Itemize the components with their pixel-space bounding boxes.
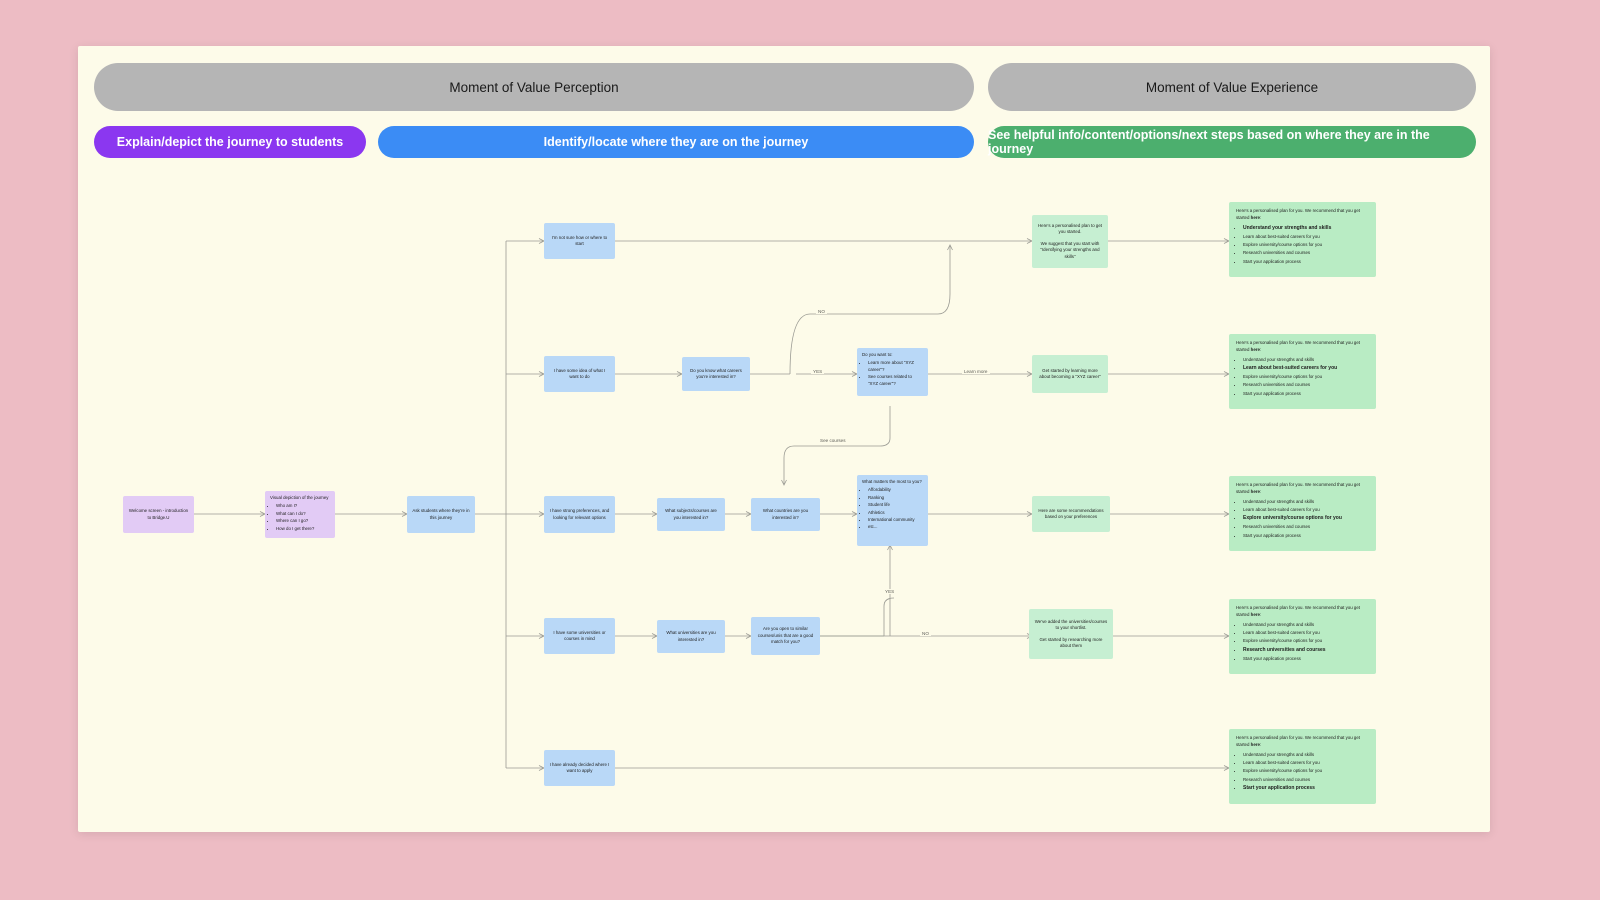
outcome-card-lead: Here's a personalised plan for you. We r… [1236, 735, 1361, 747]
node-entry-some-universities[interactable]: I have some universities or courses in m… [544, 618, 615, 654]
node-what-universities-label: What universities are you interested in? [666, 630, 716, 642]
node-what-matters-title: What matters the most to you? [862, 479, 922, 484]
node-welcome-label: Welcome screen - introduction to Bridge.… [128, 508, 189, 520]
node-shortlist-line1: We've added the universities/courses to … [1034, 618, 1108, 631]
node-entry-some-idea-label: I have some idea of what I want to do [553, 367, 606, 379]
node-recommendations-label: Here are some recommendations based on y… [1038, 507, 1104, 519]
node-do-you-want-to-bullets: Learn more about "XYZ career"? See cours… [862, 360, 923, 387]
action-identify-label: Identify/locate where they are on the jo… [543, 135, 809, 149]
node-do-you-want-to[interactable]: Do you want to: Learn more about "XYZ ca… [857, 348, 928, 396]
node-recommendations[interactable]: Here are some recommendations based on y… [1032, 496, 1110, 532]
action-pill-explain-journey[interactable]: Explain/depict the journey to students [94, 126, 366, 158]
outcome-card-steps: Understand your strengths and skills Lea… [1236, 752, 1369, 792]
edge-label-no-top: NO [816, 309, 827, 314]
moment-experience-label: Moment of Value Experience [1145, 79, 1319, 95]
node-do-you-want-to-title: Do you want to: [862, 352, 893, 357]
node-what-countries[interactable]: What countries are you interested in? [751, 498, 820, 531]
edge-label-yes-career: YES [811, 369, 825, 374]
node-what-matters-bullets: Affordability Ranking Student life Athle… [862, 487, 923, 530]
node-shortlist-added[interactable]: We've added the universities/courses to … [1029, 609, 1113, 659]
node-what-countries-label: What countries are you interested in? [762, 508, 809, 520]
node-entry-not-sure[interactable]: I'm not sure how or where to start [544, 223, 615, 259]
outcome-card-steps: Understand your strengths and skills Lea… [1236, 225, 1369, 265]
node-what-universities[interactable]: What universities are you interested in? [657, 620, 725, 653]
outcome-card-lead: Here's a personalised plan for you. We r… [1236, 605, 1361, 617]
node-plan-start-line1: Here's a personalised plan to get you st… [1037, 223, 1103, 235]
outcome-card-strengths[interactable]: Here's a personalised plan for you. We r… [1229, 202, 1376, 277]
node-know-careers-label: Do you know what careers you're interest… [690, 367, 742, 379]
outcome-card-lead: Here's a personalised plan for you. We r… [1236, 340, 1361, 352]
edge-label-see-courses: See courses [818, 438, 848, 443]
outcome-card-steps: Understand your strengths and skills Lea… [1236, 622, 1369, 662]
outcome-card-research[interactable]: Here's a personalised plan for you. We r… [1229, 599, 1376, 674]
node-entry-strong-preferences[interactable]: I have strong preferences, and looking f… [544, 496, 615, 533]
edge-label-learn-more: Learn more [962, 369, 990, 374]
flowchart-canvas: Moment of Value Perception Moment of Val… [78, 46, 1490, 832]
node-ask-students-label: Ask students where they're in this journ… [412, 508, 470, 520]
node-get-started-career-label: Get started by learning more about becom… [1039, 367, 1101, 379]
outcome-card-lead: Here's a personalised plan for you. We r… [1236, 482, 1361, 494]
outcome-card-application[interactable]: Here's a personalised plan for you. We r… [1229, 729, 1376, 804]
outcome-card-steps: Understand your strengths and skills Lea… [1236, 357, 1369, 397]
node-entry-not-sure-label: I'm not sure how or where to start [551, 234, 608, 246]
outcome-card-university-options[interactable]: Here's a personalised plan for you. We r… [1229, 476, 1376, 551]
node-welcome-screen[interactable]: Welcome screen - introduction to Bridge.… [123, 496, 194, 533]
node-what-subjects-label: What subjects/courses are you interested… [665, 508, 717, 520]
node-get-started-career[interactable]: Get started by learning more about becom… [1032, 355, 1108, 393]
action-explain-label: Explain/depict the journey to students [116, 135, 344, 149]
outcome-card-careers[interactable]: Here's a personalised plan for you. We r… [1229, 334, 1376, 409]
node-visual-depiction-title: Visual depiction of the journey [270, 495, 329, 500]
node-personalised-plan-start[interactable]: Here's a personalised plan to get you st… [1032, 215, 1108, 268]
node-entry-already-decided[interactable]: I have already decided where I want to a… [544, 750, 615, 786]
node-entry-already-decided-label: I have already decided where I want to a… [549, 761, 610, 773]
node-ask-students[interactable]: Ask students where they're in this journ… [407, 496, 475, 533]
action-pill-see-helpful-info[interactable]: See helpful info/content/options/next st… [988, 126, 1476, 158]
moment-perception-label: Moment of Value Perception [449, 79, 619, 95]
action-pill-identify-location[interactable]: Identify/locate where they are on the jo… [378, 126, 974, 158]
node-open-to-similar[interactable]: Are you open to similar courses/unis tha… [751, 617, 820, 655]
node-shortlist-line2: Get started by researching more about th… [1039, 636, 1103, 648]
node-what-matters-most[interactable]: What matters the most to you? Affordabil… [857, 475, 928, 546]
edge-label-no-similar: NO [920, 631, 931, 636]
node-entry-strong-preferences-label: I have strong preferences, and looking f… [549, 508, 610, 520]
node-what-subjects[interactable]: What subjects/courses are you interested… [657, 498, 725, 531]
flow-connectors [194, 238, 1230, 771]
outcome-card-lead: Here's a personalised plan for you. We r… [1236, 208, 1361, 220]
moment-of-value-experience-banner: Moment of Value Experience [988, 63, 1476, 111]
node-entry-some-idea[interactable]: I have some idea of what I want to do [544, 356, 615, 392]
node-visual-depiction[interactable]: Visual depiction of the journey Who am I… [265, 491, 335, 538]
node-plan-start-line2: We suggest that you start with "Identify… [1040, 240, 1100, 259]
outcome-card-steps: Understand your strengths and skills Lea… [1236, 499, 1369, 539]
edge-label-yes-matters: YES [883, 589, 897, 594]
node-entry-some-universities-label: I have some universities or courses in m… [553, 629, 606, 641]
action-helpful-label: See helpful info/content/options/next st… [988, 128, 1430, 156]
moment-of-value-perception-banner: Moment of Value Perception [94, 63, 974, 111]
node-visual-depiction-bullets: Who am I? What can I do? Where can I go?… [270, 503, 330, 532]
node-open-to-similar-label: Are you open to similar courses/unis tha… [757, 626, 814, 645]
node-know-careers-question[interactable]: Do you know what careers you're interest… [682, 357, 750, 391]
